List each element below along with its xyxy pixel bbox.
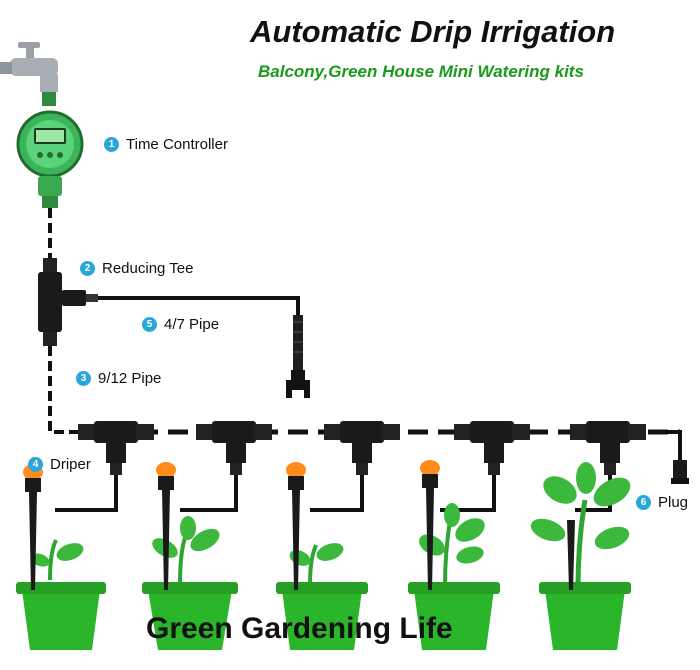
badge-number: 2: [80, 261, 95, 276]
faucet-icon: [0, 42, 58, 92]
label-text: Plug: [658, 494, 689, 511]
main-pipe-lower: [48, 346, 78, 434]
tee-icon: [454, 421, 530, 475]
dripper-icon: [420, 460, 440, 590]
tee-icon: [196, 421, 272, 475]
label-text: Driper: [50, 456, 91, 473]
potted-plant-icon: [408, 503, 500, 650]
tee-icon: [78, 421, 154, 475]
label-text: 9/12 Pipe: [98, 370, 162, 387]
potted-plant-icon: [142, 516, 238, 650]
plug-icon: [671, 460, 689, 484]
tee-icon: [324, 421, 400, 475]
dripper-icon: [286, 462, 306, 590]
pipe-to-plug: [660, 430, 682, 460]
badge-number: 5: [142, 317, 157, 332]
badge-number: 1: [104, 137, 119, 152]
badge-number: 3: [76, 371, 91, 386]
dripper-icon: [23, 464, 43, 590]
label-plug: 6 Plug: [636, 494, 688, 511]
potted-plant-icon: [16, 539, 106, 650]
sprinkler-icon: [286, 315, 310, 398]
label-branch-pipe: 5 4/7 Pipe: [142, 316, 219, 333]
label-text: Reducing Tee: [102, 260, 194, 277]
potted-plant-icon: [276, 543, 368, 650]
dripper-icon: [156, 462, 176, 590]
label-reducing-tee: 2 Reducing Tee: [80, 260, 193, 277]
label-text: 4/7 Pipe: [164, 316, 220, 333]
page-title: Automatic Drip Irrigation: [250, 14, 616, 49]
footer-brand: Green Gardening Life: [146, 612, 453, 645]
label-main-pipe: 3 9/12 Pipe: [76, 370, 161, 387]
page-subtitle: Balcony,Green House Mini Watering kits: [258, 62, 584, 81]
badge-number: 4: [28, 457, 43, 472]
timer-icon: [16, 92, 84, 208]
drip-line: [310, 475, 364, 512]
potted-plant-icon: [530, 462, 631, 650]
label-driper: 4 Driper: [28, 456, 91, 473]
label-time-controller: 1 Time Controller: [104, 136, 228, 153]
dripper-icon: [567, 520, 575, 590]
reducing-tee-icon: [38, 258, 98, 346]
tee-icon: [570, 421, 646, 475]
label-text: Time Controller: [126, 136, 228, 153]
badge-number: 6: [636, 495, 651, 510]
drip-line: [55, 475, 118, 512]
drip-line: [180, 475, 238, 512]
branch-pipe: [98, 296, 300, 315]
